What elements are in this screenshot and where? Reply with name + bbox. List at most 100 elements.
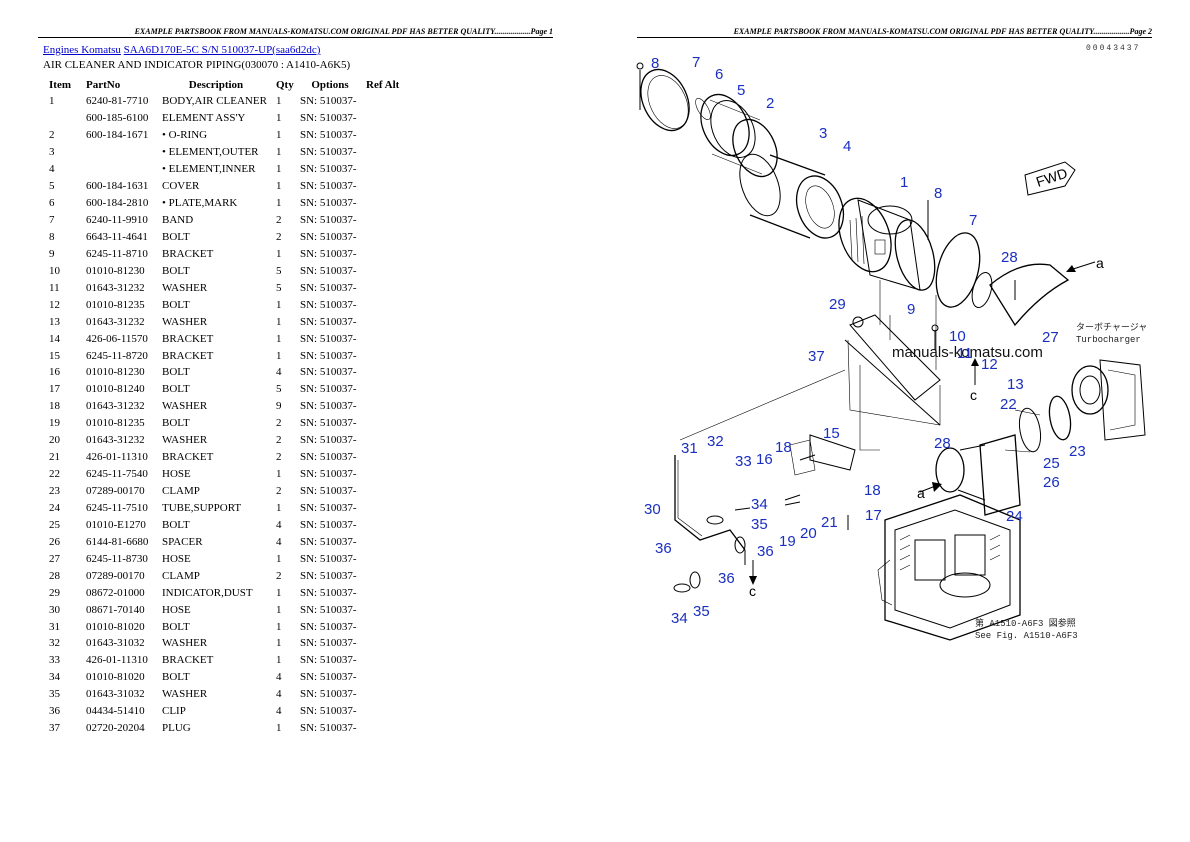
cell-refalt <box>364 296 403 313</box>
cell-options: SN: 510037- <box>300 298 357 311</box>
cell-refalt <box>364 432 403 449</box>
engine-block-drawing <box>877 494 1021 641</box>
cell-description: WASHER <box>162 315 208 328</box>
cell-refalt <box>364 313 403 330</box>
see-fig-label-jp: 第 A1510-A6F3 図参照 <box>975 617 1076 629</box>
cell-options: SN: 510037- <box>300 230 357 243</box>
cell-qty: 1 <box>276 146 282 159</box>
callout-35b: 35 <box>693 603 710 620</box>
cell-options: SN: 510037- <box>300 637 357 650</box>
cell-item: 22 <box>49 468 60 481</box>
cell-description: COVER <box>162 180 200 193</box>
turbocharger-label-en: Turbocharger <box>1076 335 1141 345</box>
cell-partno: 01010-81230 <box>86 264 145 277</box>
cell-refalt <box>364 533 403 550</box>
cell-item: 16 <box>49 366 60 379</box>
cell-qty: 1 <box>276 197 282 210</box>
cell-partno: 01010-81020 <box>86 620 145 633</box>
cell-description: CLIP <box>162 705 186 718</box>
cell-options: SN: 510037- <box>300 451 357 464</box>
parts-table: Item PartNo Description Qty Options Ref … <box>43 76 403 737</box>
cell-partno: 6245-11-7510 <box>86 501 148 514</box>
breadcrumb-link-engines[interactable]: Engines Komatsu <box>43 44 121 56</box>
breadcrumb-link-model[interactable]: SAA6D170E-5C S/N 510037-UP(saa6d2dc) <box>123 44 321 56</box>
callout-34b: 34 <box>671 610 688 627</box>
cell-options: SN: 510037- <box>300 586 357 599</box>
cover-drawing <box>700 93 778 178</box>
cell-refalt <box>364 144 403 161</box>
cell-options: SN: 510037- <box>300 112 357 125</box>
band-clamp-drawing <box>636 62 690 132</box>
cell-refalt <box>364 618 403 635</box>
cell-item: 32 <box>49 637 60 650</box>
cell-options: SN: 510037- <box>300 485 357 498</box>
air-cleaner-body-drawing <box>838 197 936 291</box>
callout-13: 13 <box>1007 376 1024 393</box>
cell-refalt <box>364 127 403 144</box>
cell-partno: 01010-81235 <box>86 298 145 311</box>
indicator-hose-drawing <box>674 455 746 551</box>
callout-28b: 28 <box>934 435 951 452</box>
callout-26: 26 <box>1043 474 1060 491</box>
cell-description: BOLT <box>162 417 190 430</box>
cell-partno: 07289-00170 <box>86 569 145 582</box>
cell-description: • PLATE,MARK <box>162 197 238 210</box>
col-header-options: Options <box>311 78 349 91</box>
cell-item: 25 <box>49 518 60 531</box>
turbocharger-label-jp: ターボチャージャ <box>1076 322 1147 333</box>
cell-description: HOSE <box>162 468 191 481</box>
cell-refalt <box>364 567 403 584</box>
cell-item: 19 <box>49 417 60 430</box>
cell-partno: 08672-01000 <box>86 586 145 599</box>
cell-qty: 2 <box>276 451 282 464</box>
watermark: manuals-komatsu.com <box>892 344 1043 361</box>
cell-item: 28 <box>49 569 60 582</box>
breadcrumb: Engines Komatsu SAA6D170E-5C S/N 510037-… <box>43 44 320 56</box>
cell-refalt <box>364 516 403 533</box>
cell-options: SN: 510037- <box>300 603 357 616</box>
cell-options: SN: 510037- <box>300 400 357 413</box>
cell-refalt <box>364 500 403 517</box>
cell-item: 7 <box>49 214 55 227</box>
cell-description: INDICATOR,DUST <box>162 586 253 599</box>
callout-10: 10 <box>949 328 966 345</box>
cell-options: SN: 510037- <box>300 180 357 193</box>
cell-description: WASHER <box>162 688 208 701</box>
cell-description: BOLT <box>162 518 190 531</box>
cell-description: WASHER <box>162 637 208 650</box>
callout-36c: 36 <box>718 570 735 587</box>
cell-partno: 01643-31232 <box>86 315 145 328</box>
cell-item: 6 <box>49 197 55 210</box>
cell-refalt <box>364 652 403 669</box>
cell-partno: 6245-11-8710 <box>86 247 148 260</box>
callout-22: 22 <box>1000 396 1017 413</box>
cell-item: 15 <box>49 349 60 362</box>
callout-33: 33 <box>735 453 752 470</box>
cell-qty: 1 <box>276 112 282 125</box>
cell-item: 9 <box>49 247 55 260</box>
cell-options: SN: 510037- <box>300 281 357 294</box>
cell-refalt <box>364 212 403 229</box>
cell-item: 27 <box>49 552 60 565</box>
callout-labels: 8 7 6 5 2 3 4 1 8 7 28 27 29 9 10 11 12 … <box>644 54 1086 627</box>
cell-item: 14 <box>49 332 60 345</box>
cell-refalt <box>364 161 403 178</box>
cell-partno: 01643-31032 <box>86 688 145 701</box>
cell-item: 35 <box>49 688 60 701</box>
cell-partno <box>84 161 160 178</box>
callout-28: 28 <box>1001 249 1018 266</box>
ref-letter-a-2: a <box>1096 255 1104 271</box>
cell-item: 17 <box>49 383 60 396</box>
callout-21: 21 <box>821 514 838 531</box>
cell-description: BOLT <box>162 264 190 277</box>
cell-item: 18 <box>49 400 60 413</box>
